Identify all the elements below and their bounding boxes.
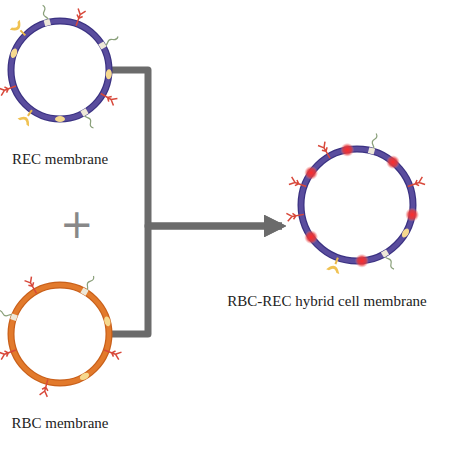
membrane-protein <box>79 371 91 381</box>
membrane-protein <box>406 177 425 190</box>
membrane-label: REC membrane <box>12 151 108 167</box>
membrane-outline <box>11 285 109 383</box>
membrane-protein <box>80 274 96 295</box>
arrow-connector <box>110 226 282 334</box>
membrane-protein <box>400 227 410 239</box>
membrane-protein <box>354 253 369 268</box>
membrane-vesicle: RBC-REC hybrid cell membrane <box>296 144 418 266</box>
membrane-vesicle: RBC membrane <box>6 280 114 388</box>
membrane-protein <box>383 152 403 172</box>
membrane-circle <box>296 144 418 266</box>
membrane-protein <box>10 20 31 41</box>
membrane-protein <box>339 142 355 158</box>
membrane-protein <box>72 8 85 27</box>
membrane-protein <box>40 378 52 396</box>
membrane-ring <box>11 285 109 383</box>
membrane-label: RBC-REC hybrid cell membrane <box>227 293 427 309</box>
membrane-protein <box>99 90 118 105</box>
membrane-protein <box>80 108 96 129</box>
membrane-circle <box>6 280 114 388</box>
membrane-protein <box>105 69 112 79</box>
membrane-protein <box>98 34 119 50</box>
membrane-protein <box>40 5 51 27</box>
membrane-protein <box>103 346 122 359</box>
membrane-protein <box>0 308 18 321</box>
membrane-protein <box>301 163 320 182</box>
membrane-circle <box>6 16 114 124</box>
membrane-protein <box>103 316 111 327</box>
plus-sign: + <box>60 204 94 244</box>
membrane-label: RBC membrane <box>11 415 108 431</box>
membrane-protein <box>25 277 40 296</box>
arrow-connector <box>110 70 282 226</box>
membrane-protein <box>55 116 65 122</box>
membrane-protein <box>368 133 379 155</box>
membrane-protein <box>0 82 17 95</box>
membrane-outline <box>301 149 413 261</box>
membrane-vesicle: REC membrane <box>6 16 114 124</box>
membrane-protein <box>289 177 308 190</box>
membrane-protein <box>18 106 38 126</box>
membrane-outline <box>11 21 109 119</box>
membrane-protein <box>404 207 420 223</box>
membrane-protein <box>301 227 320 246</box>
membrane-protein <box>286 210 304 221</box>
membrane-protein <box>326 255 344 274</box>
membrane-protein <box>9 48 18 59</box>
membrane-ring <box>11 21 109 119</box>
membrane-protein <box>0 346 17 359</box>
membrane-ring <box>301 149 413 261</box>
membrane-protein <box>381 249 397 270</box>
membrane-protein <box>318 142 333 161</box>
